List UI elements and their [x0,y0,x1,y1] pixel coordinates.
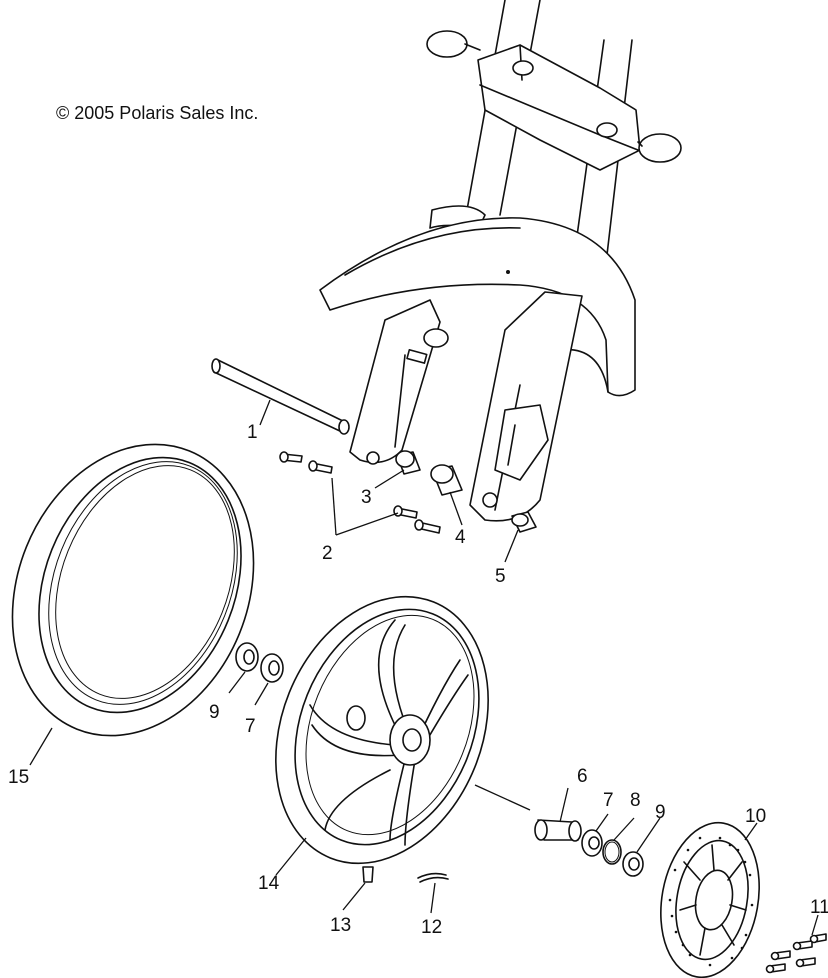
callout-13: 13 [330,915,351,936]
leader-lines [29,399,819,936]
front-wheel [275,595,489,865]
front-axle [211,358,350,435]
fork-lower-legs [349,291,583,522]
callout-7-left: 7 [245,716,256,737]
pinch-bolts [279,451,441,534]
callout-4: 4 [455,527,466,548]
callout-3: 3 [361,487,372,508]
valve-stem [362,866,374,883]
callout-5: 5 [495,566,506,587]
callout-12: 12 [421,917,442,938]
wheel-spacer [534,819,582,842]
callout-10: 10 [745,806,766,827]
callout-9-left: 9 [209,702,220,723]
front-tire [11,443,255,737]
callout-1: 1 [247,422,258,443]
disc-bolts [765,933,827,974]
callout-8: 8 [630,790,641,811]
wheel-weight [417,872,449,883]
left-bearing-seal [235,642,284,683]
callout-labels: 1 2 3 4 5 6 7 8 9 9 7 10 11 12 13 14 15 [8,422,828,938]
callout-14: 14 [258,873,280,894]
callout-7-right: 7 [603,790,614,811]
callout-6: 6 [577,766,588,787]
fork-assembly [426,0,682,285]
callout-2: 2 [322,543,333,564]
callout-9-right: 9 [655,802,666,823]
axle-nut [511,511,537,533]
callout-11: 11 [810,897,828,918]
copyright-notice: © 2005 Polaris Sales Inc. [56,103,259,123]
callout-15: 15 [8,767,29,788]
front-fender [319,217,636,397]
right-bearing-seal [581,829,644,877]
brake-disc [660,821,760,978]
axle-spacers [395,450,463,496]
